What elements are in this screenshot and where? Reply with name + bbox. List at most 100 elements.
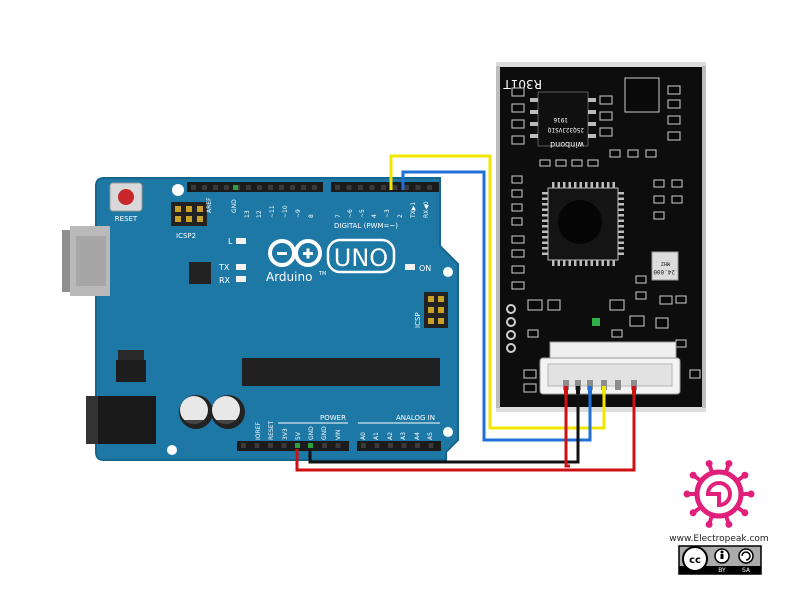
cc-icon — [682, 546, 708, 572]
digital-pin-label: ~3 — [384, 209, 391, 218]
smd-component — [511, 119, 525, 129]
smd-component — [653, 211, 665, 220]
cc-label: cc — [689, 555, 701, 566]
icsp2-header — [171, 202, 207, 226]
led-tx — [236, 264, 246, 270]
digital-pin-label: ~5 — [359, 209, 366, 218]
header-pin — [281, 443, 287, 448]
smd-component — [609, 149, 621, 158]
header-pin — [213, 185, 218, 190]
smd-component — [599, 127, 613, 137]
smd-component — [667, 131, 681, 141]
smd-component — [675, 339, 687, 348]
header-pin — [388, 443, 393, 448]
smd-component — [627, 149, 639, 158]
uno-label: UNO — [334, 244, 388, 272]
led-rx — [236, 276, 246, 282]
header-pin-active — [295, 443, 300, 448]
smd-component — [659, 295, 673, 305]
analog-pin-label: A0 — [360, 432, 367, 440]
logo-ray-dot — [689, 471, 697, 479]
power-pin-label: GND — [308, 426, 315, 440]
digital-pins — [191, 185, 432, 190]
header-pin — [427, 185, 432, 190]
smd-component — [611, 329, 623, 338]
header-pin — [415, 443, 420, 448]
logo-ray-dot — [705, 460, 713, 468]
header-pin — [224, 185, 229, 190]
r301t-fingerprint-sensor: R301T winbond 25Q32JVSIQ 1916 24.000 MHZ — [496, 62, 706, 412]
smd-component — [527, 299, 543, 311]
mounting-hole — [443, 427, 453, 437]
smd-component — [511, 217, 523, 226]
digital-pin-label: ~10 — [282, 205, 289, 218]
on-label: ON — [419, 264, 431, 273]
smd-component — [667, 99, 681, 109]
logo-ray-dot — [683, 490, 691, 498]
header-pin — [279, 185, 284, 190]
smd-component — [511, 103, 525, 113]
analog-header-label: ANALOG IN — [396, 414, 435, 422]
crystal-oscillator: 24.000 MHZ — [651, 251, 679, 281]
reset-button[interactable] — [118, 189, 134, 205]
smd-component — [511, 189, 523, 198]
led-l-label: L — [228, 237, 233, 246]
digital-pin-label: 8 — [308, 214, 315, 218]
sensor-side-pads — [506, 304, 516, 353]
flash-memory-chip: winbond 25Q32JVSIQ 1916 — [530, 91, 596, 149]
smd-component — [653, 179, 665, 188]
smd-component — [511, 87, 525, 97]
smd-component — [629, 315, 645, 327]
logo-rays — [683, 460, 755, 528]
jst-pin — [601, 380, 607, 390]
logo-ray-dot — [689, 509, 697, 517]
wire-black — [308, 389, 580, 464]
header-pin — [268, 443, 273, 448]
flash-part-label: 25Q32JVSIQ — [547, 126, 584, 133]
arduino-uno-board: RESET ICSP2 — [62, 177, 459, 461]
smd-component — [689, 369, 701, 379]
header-pin — [335, 185, 340, 190]
led-rx-label: RX — [219, 276, 231, 285]
power-header — [237, 441, 349, 451]
flash-code-label: 1916 — [553, 116, 568, 123]
jst-pin — [575, 380, 581, 390]
crystal-label: 24.000 — [653, 268, 675, 275]
analog-header — [357, 441, 441, 451]
power-pin-label: RESET — [268, 420, 275, 440]
smd-component — [555, 159, 567, 167]
smd-component — [523, 383, 537, 393]
usb-interface-chip — [189, 262, 211, 284]
header-pin — [415, 185, 421, 190]
smd-component — [645, 149, 657, 158]
logo-ray-dot — [725, 520, 733, 528]
header-pin — [361, 443, 366, 448]
header-pin — [290, 185, 295, 190]
sa-label: SA — [742, 567, 751, 574]
smd-component — [635, 291, 647, 300]
sa-icon — [738, 548, 754, 564]
wire-red — [295, 389, 636, 472]
reset-label: RESET — [115, 215, 138, 223]
digital-pin-label: 4 — [371, 214, 378, 218]
jst-pin — [587, 380, 593, 390]
header-pin — [268, 185, 273, 190]
header-pin — [381, 185, 386, 190]
cc-license-badge: cc BY SA — [678, 545, 762, 575]
digital-pin-label: 7 — [335, 214, 342, 218]
digital-pin-label: 12 — [256, 210, 263, 218]
smd-components — [511, 85, 701, 393]
icsp2-label: ICSP2 — [176, 232, 196, 240]
smd-component — [511, 281, 525, 290]
power-pin-label: GND — [321, 426, 328, 440]
mounting-hole — [167, 445, 177, 455]
power-header-label: POWER — [320, 414, 346, 422]
header-pin — [191, 185, 196, 190]
sensor-controller-chip — [542, 182, 624, 266]
header-pin — [312, 185, 317, 190]
header-pin — [401, 443, 407, 448]
icsp-label: ICSP — [414, 312, 422, 328]
